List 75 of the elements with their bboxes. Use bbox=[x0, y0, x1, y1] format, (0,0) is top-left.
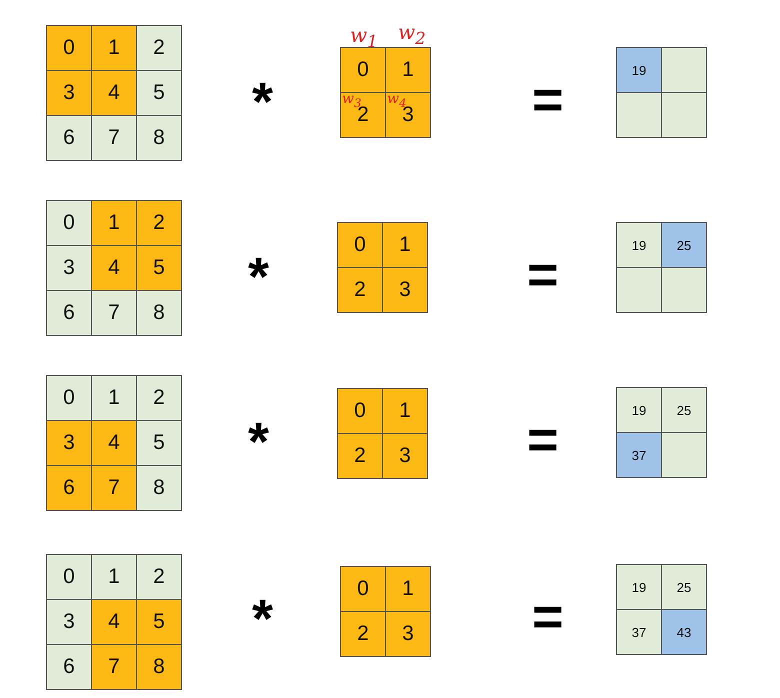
kernel-cell: 3 bbox=[385, 611, 431, 657]
input-cell: 6 bbox=[46, 115, 92, 161]
input-cell: 1 bbox=[91, 375, 137, 421]
input-cell: 7 bbox=[91, 115, 137, 161]
input-cell: 2 bbox=[136, 25, 182, 71]
output-cell: 19 bbox=[616, 387, 662, 433]
kernel-cell: 1 bbox=[382, 388, 428, 434]
input-cell: 6 bbox=[46, 465, 92, 511]
kernel-cell: 1 bbox=[385, 566, 431, 612]
kernel-cell: 0 bbox=[337, 388, 383, 434]
output-cell: 19 bbox=[616, 47, 662, 93]
input-cell: 2 bbox=[136, 200, 182, 246]
output-cell bbox=[661, 92, 707, 138]
kernel-cell: 3 bbox=[382, 267, 428, 313]
input-cell: 7 bbox=[91, 465, 137, 511]
kernel-cell: 1 bbox=[385, 47, 431, 93]
kernel-cell: 0 bbox=[340, 566, 386, 612]
input-cell: 6 bbox=[46, 644, 92, 690]
input-cell: 6 bbox=[46, 290, 92, 336]
multiply-sign: * bbox=[252, 75, 274, 129]
equals-sign: = bbox=[527, 248, 559, 302]
output-cell: 25 bbox=[661, 564, 707, 610]
output-cell: 19 bbox=[616, 564, 662, 610]
input-cell: 5 bbox=[136, 245, 182, 291]
input-cell: 3 bbox=[46, 70, 92, 116]
output-cell: 37 bbox=[616, 609, 662, 655]
output-cell: 43 bbox=[661, 609, 707, 655]
input-cell: 2 bbox=[136, 375, 182, 421]
input-cell: 7 bbox=[91, 290, 137, 336]
multiply-sign: * bbox=[252, 592, 274, 646]
input-cell: 5 bbox=[136, 420, 182, 466]
input-cell: 4 bbox=[91, 245, 137, 291]
kernel-cell: 3 bbox=[382, 433, 428, 479]
input-cell: 0 bbox=[46, 25, 92, 71]
output-cell bbox=[616, 92, 662, 138]
input-cell: 4 bbox=[91, 420, 137, 466]
output-cell: 37 bbox=[616, 432, 662, 478]
output-cell: 25 bbox=[661, 387, 707, 433]
input-cell: 3 bbox=[46, 420, 92, 466]
input-cell: 1 bbox=[91, 25, 137, 71]
input-cell: 8 bbox=[136, 465, 182, 511]
input-cell: 3 bbox=[46, 245, 92, 291]
output-cell bbox=[616, 267, 662, 313]
input-cell: 5 bbox=[136, 70, 182, 116]
input-cell: 8 bbox=[136, 290, 182, 336]
multiply-sign: * bbox=[248, 250, 270, 304]
equals-sign: = bbox=[532, 590, 564, 644]
input-cell: 1 bbox=[91, 554, 137, 600]
input-cell: 2 bbox=[136, 554, 182, 600]
input-cell: 7 bbox=[91, 644, 137, 690]
kernel-cell: 1 bbox=[382, 222, 428, 268]
input-cell: 4 bbox=[91, 599, 137, 645]
input-cell: 8 bbox=[136, 115, 182, 161]
kernel-cell: 2 bbox=[337, 267, 383, 313]
output-cell: 25 bbox=[661, 222, 707, 268]
output-cell bbox=[661, 47, 707, 93]
input-cell: 4 bbox=[91, 70, 137, 116]
equals-sign: = bbox=[527, 413, 559, 467]
input-cell: 5 bbox=[136, 599, 182, 645]
input-cell: 1 bbox=[91, 200, 137, 246]
output-cell bbox=[661, 267, 707, 313]
kernel-cell: 2 bbox=[340, 611, 386, 657]
kernel-cell: 0 bbox=[337, 222, 383, 268]
output-cell: 19 bbox=[616, 222, 662, 268]
output-cell bbox=[661, 432, 707, 478]
handwritten-note: w$_{2}$ bbox=[398, 22, 426, 48]
input-cell: 0 bbox=[46, 375, 92, 421]
input-cell: 8 bbox=[136, 644, 182, 690]
multiply-sign: * bbox=[248, 415, 270, 469]
equals-sign: = bbox=[532, 73, 564, 127]
kernel-cell: 0 bbox=[340, 47, 386, 93]
kernel-cell: 2 bbox=[337, 433, 383, 479]
input-cell: 0 bbox=[46, 554, 92, 600]
input-cell: 3 bbox=[46, 599, 92, 645]
input-cell: 0 bbox=[46, 200, 92, 246]
